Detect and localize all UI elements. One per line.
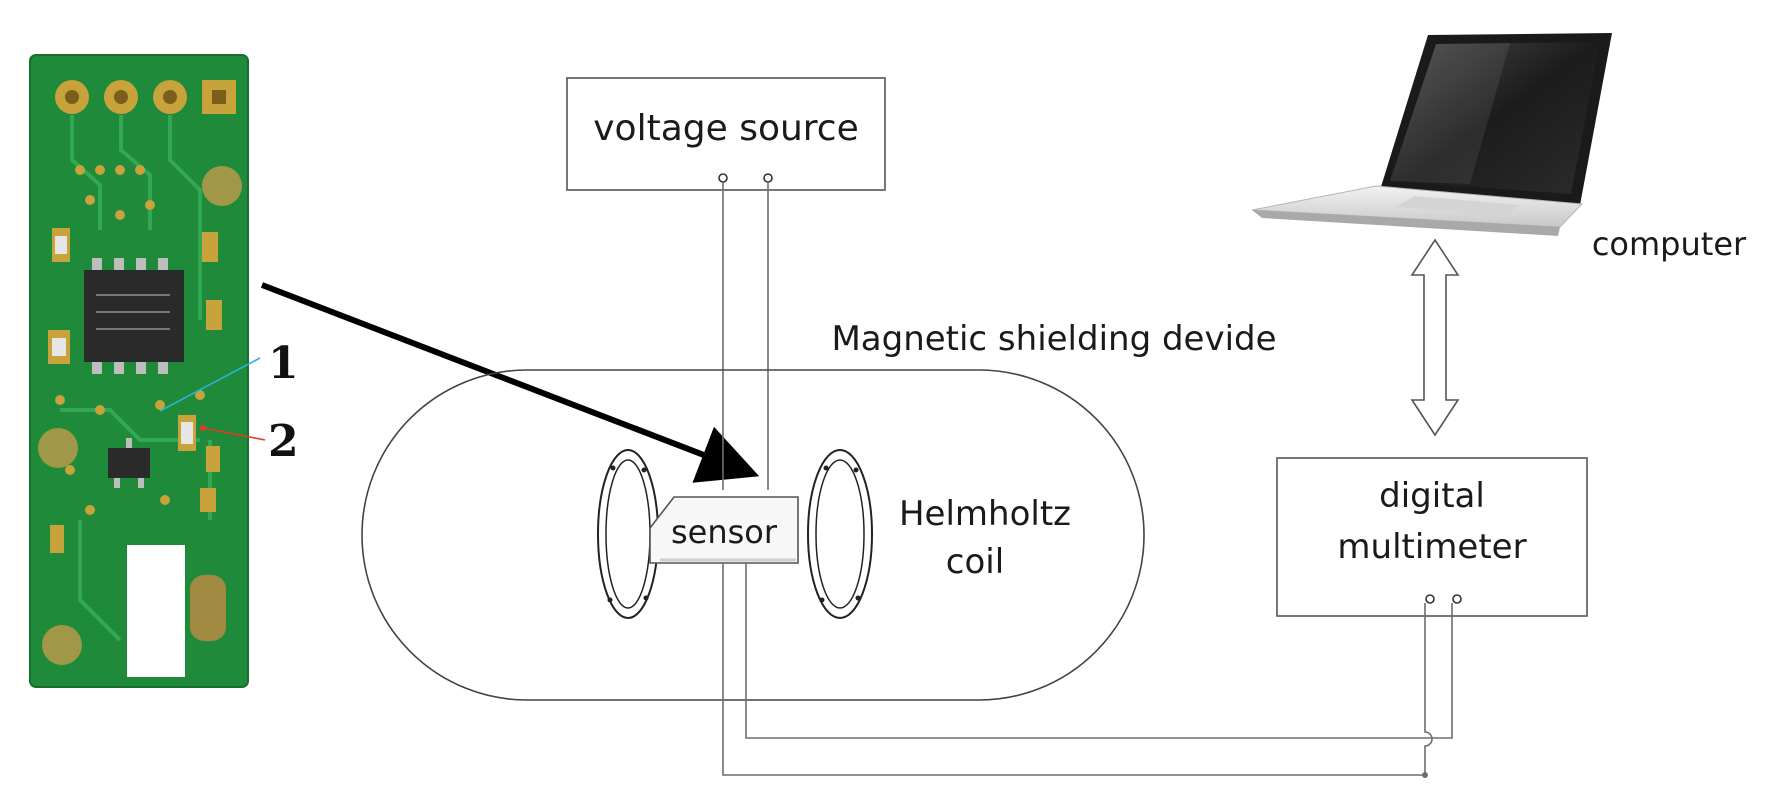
multimeter-label-line1: digital <box>1379 476 1485 516</box>
helmholtz-label-line2: coil <box>946 542 1004 582</box>
callout-2-label: 2 <box>268 416 299 467</box>
helmholtz-label-line1: Helmholtz <box>899 494 1071 534</box>
sensor-label: sensor <box>671 513 778 551</box>
laptop-computer-icon <box>1251 33 1612 236</box>
sensor-pcb-image <box>29 54 266 688</box>
callout-1-label: 1 <box>268 338 299 389</box>
pcb-mount-hole <box>42 625 82 665</box>
helmholtz-coil-right <box>807 449 873 619</box>
pcb-smd-components <box>48 165 222 553</box>
voltage-wires <box>722 182 769 490</box>
multimeter-label-line2: multimeter <box>1337 527 1526 567</box>
pcb-mount-hole <box>38 428 78 468</box>
magnetic-shielding-device <box>361 369 1145 701</box>
wire-junction <box>1422 772 1428 778</box>
pcb-mount-hole <box>202 166 242 206</box>
voltage-source-box <box>566 77 886 191</box>
pcb-header-pads <box>55 80 236 114</box>
pcb-ic-chip <box>84 258 184 374</box>
pcb-cutout <box>127 545 185 677</box>
helmholtz-coil-left <box>597 449 659 619</box>
computer-label: computer <box>1592 225 1747 263</box>
data-link-arrow <box>1410 238 1460 437</box>
terminal-icon <box>1452 594 1462 604</box>
pointer-arrow <box>260 282 760 483</box>
callout-1-leader <box>159 357 261 412</box>
pcb-gold-pad <box>190 575 226 641</box>
callout-2-dot <box>200 425 206 431</box>
measurement-wires <box>722 563 1453 776</box>
digital-multimeter-box <box>1276 457 1588 617</box>
magnetic-shielding-label: Magnetic shielding devide <box>831 319 1276 359</box>
callout-2-leader <box>202 427 266 441</box>
sensor-block <box>649 496 799 564</box>
terminal-icon <box>1425 594 1435 604</box>
voltage-source-label: voltage source <box>593 108 859 149</box>
